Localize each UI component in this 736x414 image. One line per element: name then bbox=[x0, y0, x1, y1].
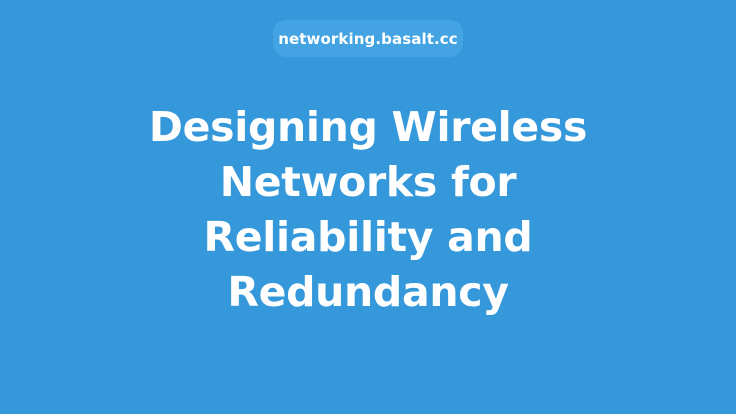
title-line-3: Reliability and bbox=[203, 213, 533, 261]
article-title: Designing Wireless Networks for Reliabil… bbox=[0, 100, 736, 320]
site-domain-badge[interactable]: networking.basalt.cc bbox=[273, 20, 463, 57]
site-domain-label: networking.basalt.cc bbox=[278, 29, 458, 48]
title-line-1: Designing Wireless bbox=[148, 103, 588, 151]
title-line-2: Networks for bbox=[219, 158, 517, 206]
title-line-4: Redundancy bbox=[227, 268, 509, 316]
